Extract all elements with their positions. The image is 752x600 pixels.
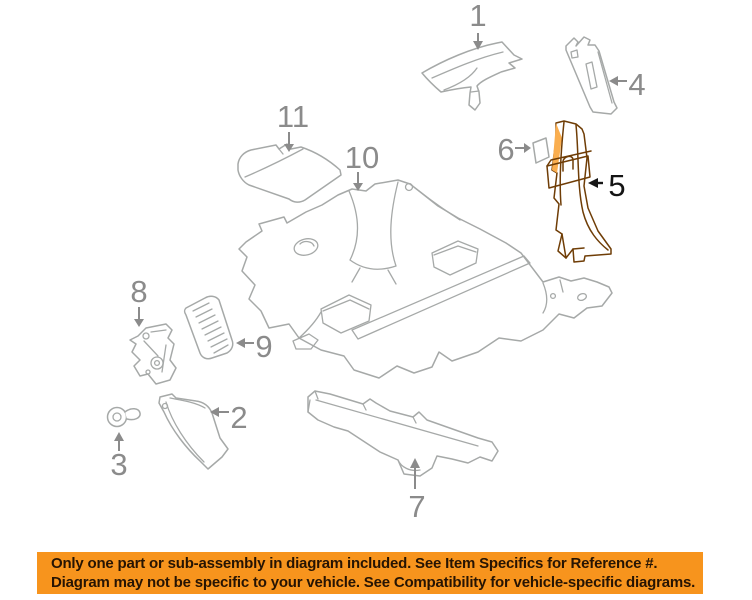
callout-9-arrowhead bbox=[236, 338, 245, 348]
callout-3-label: 3 bbox=[110, 447, 127, 482]
grommet-hole bbox=[404, 182, 414, 192]
fastener-center bbox=[112, 412, 122, 422]
seat-belt-guide-collar bbox=[546, 155, 591, 189]
part-8-bracket-drawing bbox=[129, 323, 177, 385]
disclaimer-line-1: Only one part or sub-assembly in diagram… bbox=[51, 555, 658, 572]
part-9-footrest-drawing bbox=[183, 295, 234, 360]
grommet-hole bbox=[576, 292, 588, 302]
part-2-kick-panel-drawing bbox=[158, 393, 229, 470]
part-detail-lines bbox=[570, 49, 613, 104]
part-10-carpet-drawing bbox=[238, 179, 613, 379]
part-outline bbox=[238, 179, 613, 379]
callout-9-label: 9 bbox=[255, 329, 272, 364]
callout-2-arrowhead bbox=[210, 407, 219, 417]
callout-4-label: 4 bbox=[628, 67, 645, 102]
callout-1-label: 1 bbox=[469, 0, 486, 33]
callout-6: 6 bbox=[497, 132, 531, 167]
fastener-tab bbox=[124, 408, 141, 421]
part-outline bbox=[307, 390, 499, 477]
callout-1-arrowhead bbox=[473, 41, 483, 50]
callout-5-arrowhead bbox=[588, 178, 598, 188]
callout-10-label: 10 bbox=[345, 140, 379, 175]
part-detail-lines bbox=[546, 121, 609, 259]
part-outline bbox=[237, 143, 342, 203]
fastener-head bbox=[106, 406, 128, 428]
exploded-parts-diagram: 1 4 11 10 6 5 bbox=[106, 0, 646, 524]
callout-11: 11 bbox=[277, 99, 309, 152]
callout-5-label: 5 bbox=[608, 168, 625, 203]
callout-2: 2 bbox=[210, 400, 248, 435]
callout-6-arrowhead bbox=[524, 143, 531, 153]
callout-8: 8 bbox=[130, 274, 148, 327]
callout-7: 7 bbox=[408, 458, 426, 524]
callout-2-label: 2 bbox=[230, 400, 247, 435]
bolt-hole bbox=[153, 359, 161, 367]
part-detail-lines bbox=[292, 181, 564, 350]
callout-7-arrowhead bbox=[410, 458, 420, 468]
callout-3: 3 bbox=[110, 432, 128, 482]
callout-8-arrowhead bbox=[134, 319, 144, 327]
part-outline bbox=[129, 323, 177, 385]
callout-6-label: 6 bbox=[497, 132, 514, 167]
bolt-hole bbox=[142, 332, 150, 340]
callout-10-arrowhead bbox=[353, 183, 363, 191]
part-7-sill-trim-drawing bbox=[307, 390, 499, 477]
callout-5: 5 bbox=[588, 168, 626, 203]
part-detail-lines bbox=[165, 397, 206, 463]
part-detail-lines bbox=[244, 148, 304, 178]
part-1-pillar-trim-drawing bbox=[421, 41, 523, 111]
rib-lines bbox=[192, 302, 229, 354]
part-detail-lines bbox=[431, 51, 504, 93]
part-3-fastener-drawing bbox=[106, 406, 141, 428]
bolt-hole bbox=[145, 369, 151, 375]
part-6-clip-drawing bbox=[532, 137, 550, 164]
part-outline bbox=[421, 41, 523, 111]
part-outline bbox=[565, 36, 618, 115]
part-detail-lines bbox=[307, 390, 479, 472]
part-outline bbox=[158, 393, 229, 470]
callout-7-label: 7 bbox=[408, 489, 425, 524]
callout-11-label: 11 bbox=[277, 99, 309, 134]
callout-4-arrowhead bbox=[609, 76, 618, 86]
grommet-hole bbox=[293, 238, 319, 256]
callout-8-label: 8 bbox=[130, 274, 147, 309]
callout-11-arrowhead bbox=[284, 144, 294, 152]
callout-3-arrowhead bbox=[114, 432, 124, 441]
callout-9: 9 bbox=[236, 329, 273, 364]
callout-10: 10 bbox=[345, 140, 379, 191]
callout-4: 4 bbox=[609, 67, 646, 102]
callout-1: 1 bbox=[469, 0, 487, 50]
disclaimer-banner: Only one part or sub-assembly in diagram… bbox=[37, 552, 703, 594]
part-body bbox=[551, 120, 612, 263]
grommet-hole bbox=[549, 292, 557, 300]
disclaimer-line-2: Diagram may not be specific to your vehi… bbox=[51, 574, 696, 591]
part-detail-lines bbox=[143, 329, 167, 373]
part-left-face-highlight bbox=[552, 123, 562, 173]
grommet-inner bbox=[299, 240, 315, 247]
part-outline bbox=[532, 137, 550, 164]
part-outline bbox=[183, 295, 234, 360]
part-11-floor-mat-drawing bbox=[237, 143, 342, 203]
part-5-highlighted-pillar-trim-drawing bbox=[546, 120, 612, 263]
part-4-pillar-trim-drawing bbox=[565, 36, 618, 115]
clip-hole bbox=[161, 402, 169, 410]
